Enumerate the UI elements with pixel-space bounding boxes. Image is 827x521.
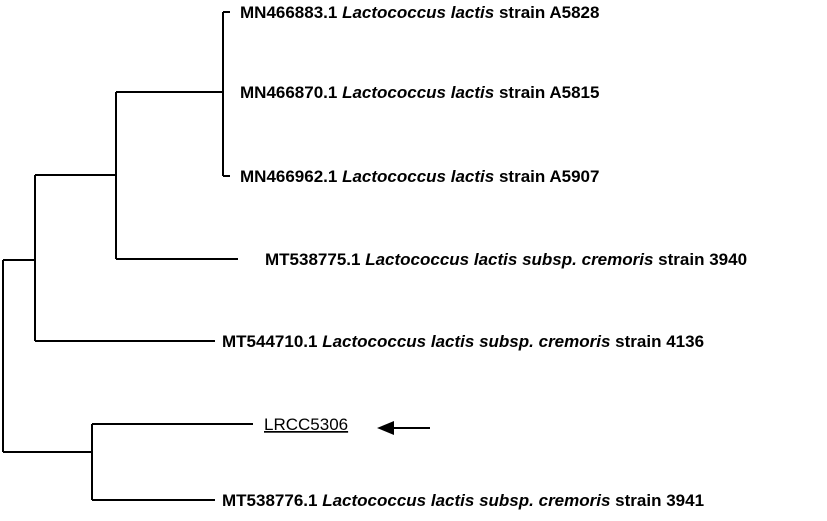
leaf-label-mn466870: MN466870.1 Lactococcus lactis strain A58… [240, 83, 599, 102]
leaf-label-mt544710: MT544710.1 Lactococcus lactis subsp. cre… [222, 332, 704, 351]
left-arrow-icon [377, 421, 430, 435]
leaf-label-mt538776: MT538776.1 Lactococcus lactis subsp. cre… [222, 491, 704, 510]
leaf-label-mn466883: MN466883.1 Lactococcus lactis strain A58… [240, 3, 599, 22]
query-label-lrcc5306: LRCC5306 [264, 415, 348, 434]
leaf-labels: MN466883.1 Lactococcus lactis strain A58… [222, 3, 747, 510]
leaf-label-mn466962: MN466962.1 Lactococcus lactis strain A59… [240, 167, 599, 186]
leaf-label-mt538775: MT538775.1 Lactococcus lactis subsp. cre… [265, 250, 747, 269]
arrow-head [377, 421, 394, 435]
tree-branches [2, 11, 253, 501]
